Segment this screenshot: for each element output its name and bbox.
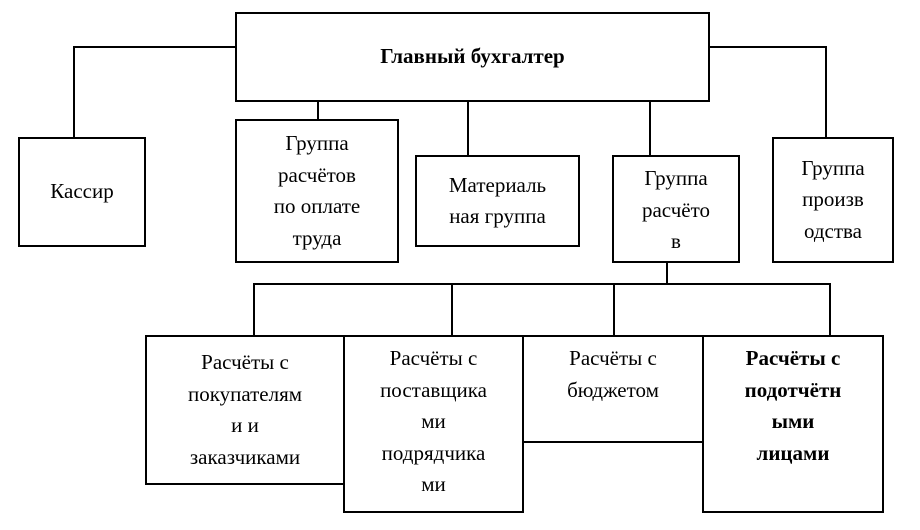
buyers-settlements-label: Расчёты с покупателям и и заказчиками [187,350,303,469]
production-group-box: Группа произв одства [772,137,894,263]
budget-settlements-label: Расчёты с бюджетом [567,346,659,402]
cashier-box: Кассир [18,137,146,247]
production-group-label: Группа произв одства [801,155,865,243]
buyers-settlements-box: Расчёты с покупателям и и заказчиками [145,335,345,485]
budget-settlements-box: Расчёты с бюджетом [522,335,704,443]
payroll-group-box: Группа расчётов по оплате труда [235,119,399,263]
chief-accountant-box: Главный бухгалтер [235,12,710,102]
cashier-label: Кассир [50,179,114,204]
accountable-persons-label: Расчёты с подотчётн ыми лицами [744,346,842,465]
suppliers-settlements-box: Расчёты с поставщика ми подрядчика ми [343,335,524,513]
material-group-label: Материаль ная группа [448,172,547,229]
material-group-box: Материаль ная группа [415,155,580,247]
connector-chief-production [708,46,827,138]
settlements-group-label: Группа расчёто в [641,166,710,253]
payroll-group-label: Группа расчётов по оплате труда [273,131,361,250]
chief-accountant-label: Главный бухгалтер [380,44,565,69]
accountable-persons-box: Расчёты с подотчётн ыми лицами [702,335,884,513]
suppliers-settlements-label: Расчёты с поставщика ми подрядчика ми [380,346,487,496]
connector-chief-cashier [73,46,236,138]
settlements-group-box: Группа расчёто в [612,155,740,263]
